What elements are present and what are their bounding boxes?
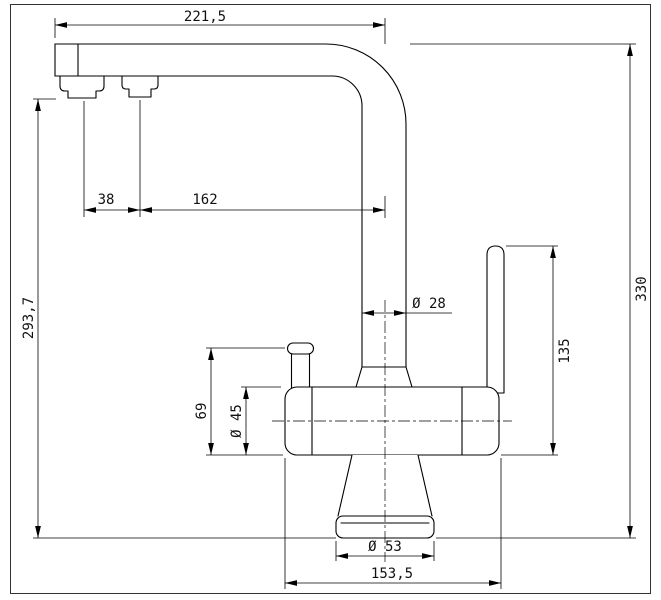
dim-spout-reach-label: 221,5	[184, 9, 226, 25]
dim-lever-height-label: 135	[557, 338, 573, 363]
dim-total-height: 330	[410, 43, 650, 539]
spout-outer-edge	[54, 43, 407, 368]
spout-inner-edge	[331, 75, 363, 368]
dim-outlet-spacing-label: 38	[98, 192, 115, 208]
dim-outlet-spacing: 38	[83, 100, 141, 217]
dim-base-width: 153,5	[284, 458, 502, 589]
filter-stub-cap	[286, 342, 315, 355]
dim-pipe-diameter: Ø 28	[362, 296, 452, 316]
pipe-collar	[355, 366, 413, 388]
lever-handle	[486, 245, 505, 394]
drawing-frame	[10, 4, 651, 594]
dim-body-diameter-label: Ø 45	[229, 404, 245, 438]
base-cone-sides	[337, 454, 433, 517]
dim-body-offset: 69	[194, 347, 285, 456]
dim-base-diameter: Ø 53	[335, 539, 435, 561]
faucet-outline	[54, 43, 505, 539]
filter-stub-body	[290, 353, 311, 389]
dim-lever-height: 135	[501, 245, 573, 456]
dim-pipe-diameter-label: Ø 28	[412, 296, 446, 312]
dim-body-offset-label: 69	[194, 403, 210, 420]
dimension-annotations: 221,5 38 162 293,7 Ø 28	[21, 9, 650, 589]
centerlines	[272, 300, 512, 562]
aerator-outlet-2	[121, 75, 159, 98]
dim-body-diameter: Ø 45	[229, 386, 281, 455]
dim-height-to-spout-label: 293,7	[21, 297, 37, 339]
dim-spout-reach: 221,5	[54, 9, 386, 44]
dim-base-width-label: 153,5	[371, 566, 413, 582]
dim-outlet-to-axis-label: 162	[192, 192, 217, 208]
dim-height-to-spout: 293,7	[21, 98, 336, 539]
dim-base-diameter-label: Ø 53	[368, 539, 402, 555]
aerator-outlet-1	[59, 75, 105, 99]
dim-total-height-label: 330	[634, 276, 650, 301]
dim-outlet-to-axis: 162	[140, 192, 386, 218]
